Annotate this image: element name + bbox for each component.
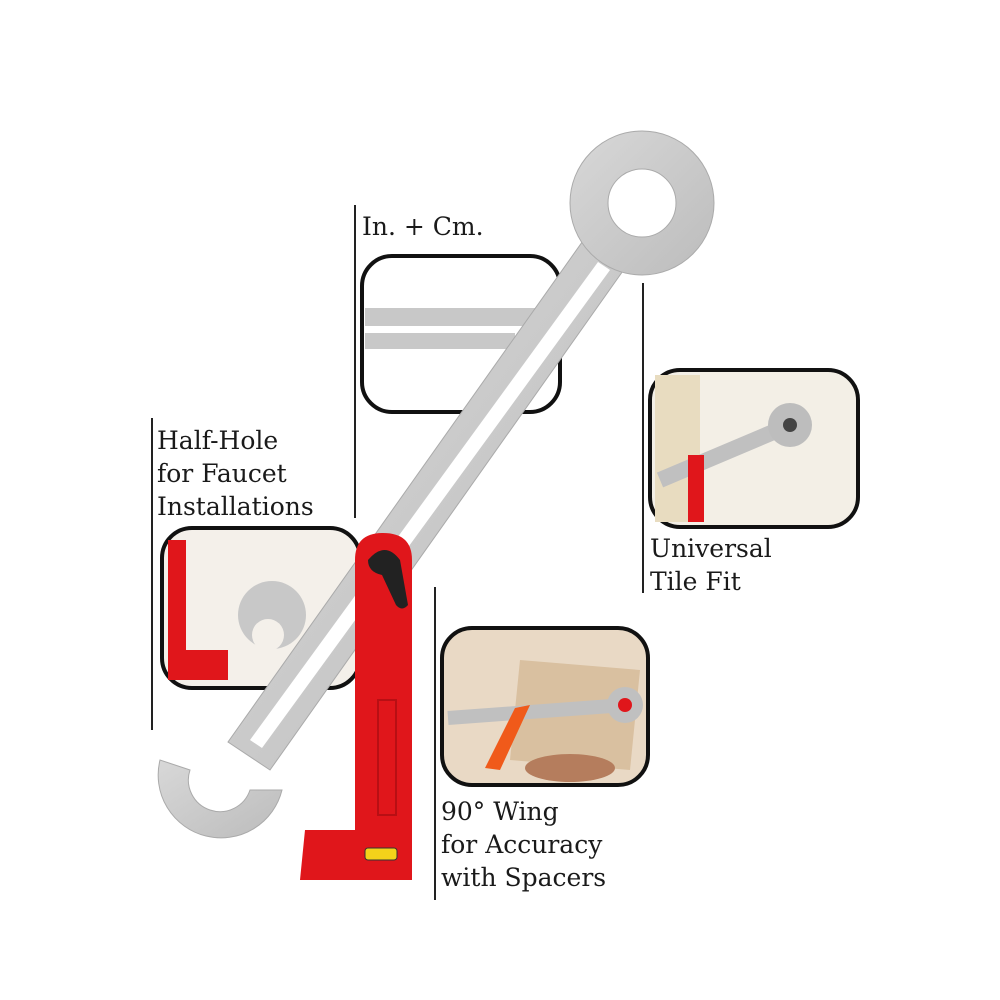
label-line: for Faucet: [157, 459, 287, 488]
label-line: Tile Fit: [650, 567, 741, 596]
leader-line-scale: [354, 205, 356, 518]
label-scale: In. + Cm.: [362, 212, 484, 241]
label-line: Universal: [650, 534, 772, 563]
label-line: Installations: [157, 492, 314, 521]
label-line: for Accuracy: [441, 830, 603, 859]
steel-ruler-arm: [157, 130, 715, 839]
leader-line-tile-fit: [642, 283, 644, 593]
callout-tile-fit-photo: [648, 368, 860, 529]
label-wing: 90° Wing for Accuracy with Spacers: [441, 795, 606, 894]
label-line: with Spacers: [441, 863, 607, 892]
leader-line-wing: [434, 587, 436, 900]
label-line: Half-Hole: [157, 426, 279, 455]
bubble-level-icon: [364, 847, 398, 861]
label-line: 90° Wing: [441, 797, 559, 826]
lock-lever-icon: [368, 550, 408, 609]
leader-line-half-hole: [151, 418, 153, 730]
red-square-body: [300, 533, 412, 880]
callout-wing-photo: [440, 626, 650, 787]
